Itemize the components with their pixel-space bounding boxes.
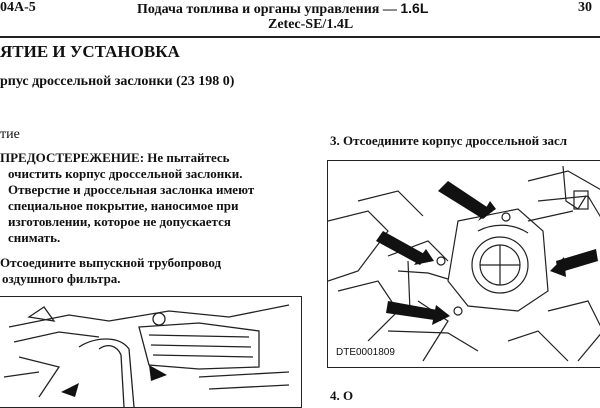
header-title: Подача топлива и органы управления — 1.6… [137,0,428,18]
figure-throttle-body: DTE0001809 [327,160,600,368]
figure-air-intake [0,296,302,408]
section-heading: ЯТИЕ И УСТАНОВКА [0,42,180,61]
caution-line-1-text: Не пытайтесь [144,150,230,165]
caution-line-4: специальное покрытие, наносимое при [8,198,239,213]
caution-line-2: очистить корпус дроссельной заслонки. [8,166,243,181]
header-page-number: 30 [578,0,592,15]
step-disconnect-intake: Отсоедините выпускной трубопровод оздушн… [0,255,221,287]
header-code: 04A-5 [0,0,36,15]
caution-line-6: снимать. [8,230,61,245]
step-4-fragment: 4. О [330,388,354,403]
section-sub-label: тие [0,127,20,142]
caution-line-5: изготовлении, которое не допускается [8,214,231,229]
header-divider [0,36,600,38]
step-3-text: 3. Отсоедините корпус дроссельной засл [330,133,568,148]
caution-line-3: Отверстие и дроссельная заслонка имеют [8,182,255,197]
caution-label: ПРЕДОСТЕРЕЖЕНИЕ: [0,150,145,165]
throttle-body-illustration [328,165,600,362]
header-title-main: Подача топлива и органы управления — [137,2,397,17]
section-subheading: рпус дроссельной заслонки (23 198 0) [0,74,235,89]
caution-line-1: ПРЕДОСТЕРЕЖЕНИЕ: Не пытайтесь [0,150,254,166]
header-title-engine: 1.6L [400,0,429,16]
figure-id-label: DTE0001809 [336,347,395,358]
air-intake-illustration [3,304,290,407]
caution-block: ПРЕДОСТЕРЕЖЕНИЕ: Не пытайтесь очистить к… [0,150,254,246]
step-line-1: Отсоедините выпускной трубопровод [0,255,222,270]
header-subtitle: Zetec-SE/1.4L [268,17,354,32]
step-line-2: оздушного фильтра. [2,271,121,286]
